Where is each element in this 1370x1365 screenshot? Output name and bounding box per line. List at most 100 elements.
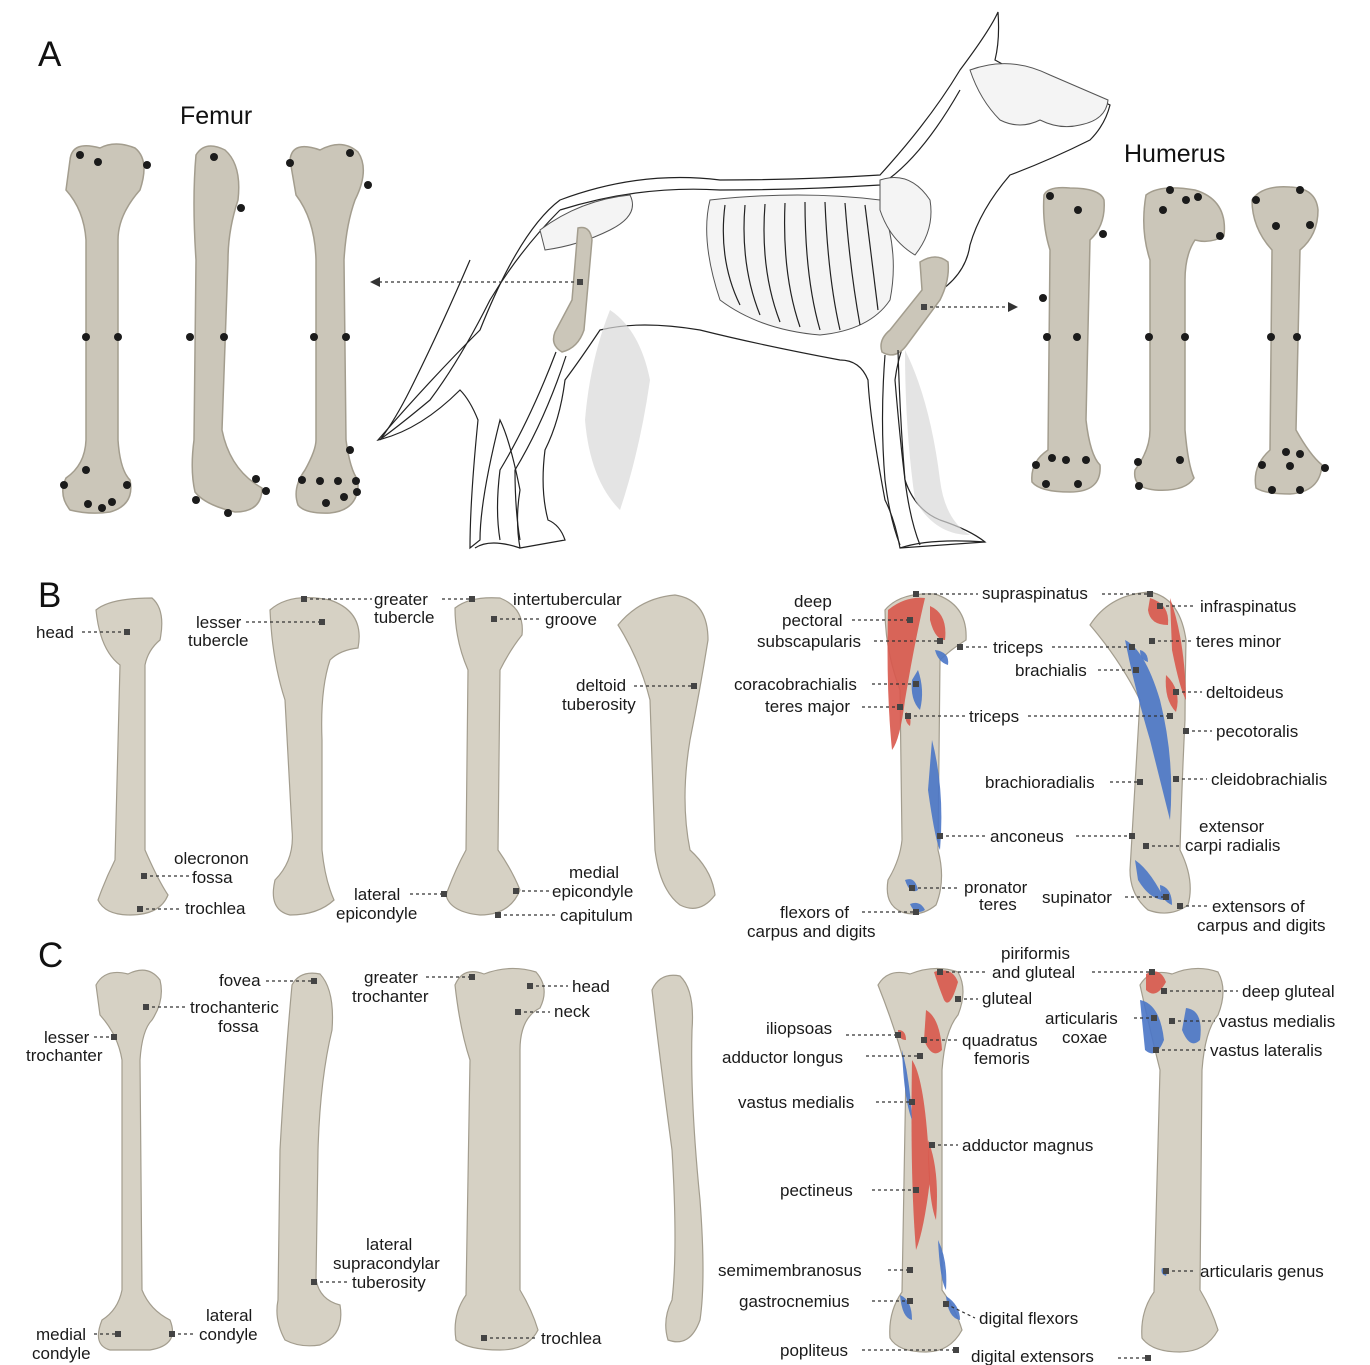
svg-text:lateral: lateral — [206, 1306, 252, 1325]
svg-text:trochlea: trochlea — [541, 1329, 602, 1348]
svg-text:teres major: teres major — [765, 697, 850, 716]
femur-view-2 — [186, 146, 270, 517]
humerus-b-cranial — [96, 598, 168, 915]
panel-label-a: A — [38, 35, 62, 74]
label-articularis-coxae: articularis coxae — [1045, 1009, 1157, 1047]
femur-c-lateral — [652, 975, 703, 1342]
svg-text:groove: groove — [545, 610, 597, 629]
label-brachioradialis: brachioradialis — [985, 773, 1143, 792]
label-teres-major: teres major — [765, 697, 903, 716]
femur-c-caudal — [96, 970, 173, 1350]
svg-text:adductor magnus: adductor magnus — [962, 1136, 1093, 1155]
svg-text:condyle: condyle — [32, 1344, 91, 1363]
dog-skeleton-illustration — [378, 12, 1110, 548]
svg-text:fovea: fovea — [219, 971, 261, 990]
humerus-view-3 — [1252, 186, 1329, 494]
svg-text:articularis: articularis — [1045, 1009, 1118, 1028]
svg-text:deltoideus: deltoideus — [1206, 683, 1284, 702]
label-gluteal: gluteal — [955, 989, 1032, 1008]
label-iliopsoas: iliopsoas — [766, 1019, 901, 1038]
svg-text:tubercle: tubercle — [374, 608, 434, 627]
label-adductor-magnus: adductor magnus — [929, 1136, 1093, 1155]
label-extensors-carpus: extensors of carpus and digits — [1177, 897, 1326, 935]
femur-muscle-map-left — [878, 968, 963, 1352]
svg-text:carpi radialis: carpi radialis — [1185, 836, 1280, 855]
svg-text:trochanter: trochanter — [26, 1046, 103, 1065]
svg-text:triceps: triceps — [969, 707, 1019, 726]
svg-text:semimembranosus: semimembranosus — [718, 1261, 862, 1280]
svg-text:trochanter: trochanter — [352, 987, 429, 1006]
svg-text:lateral: lateral — [354, 885, 400, 904]
label-lesser-trochanter: lesser trochanter — [26, 1028, 117, 1065]
humerus-view-2 — [1134, 186, 1224, 490]
label-pecotoralis: pecotoralis — [1183, 722, 1298, 741]
label-anconeus: anconeus — [937, 827, 1135, 846]
humerus-b-medial — [618, 595, 715, 908]
svg-text:head: head — [36, 623, 74, 642]
svg-text:digital extensors: digital extensors — [971, 1347, 1094, 1365]
label-adductor-longus: adductor longus — [722, 1048, 923, 1067]
svg-text:pectineus: pectineus — [780, 1181, 853, 1200]
svg-text:iliopsoas: iliopsoas — [766, 1019, 832, 1038]
svg-text:capitulum: capitulum — [560, 906, 633, 925]
svg-text:teres minor: teres minor — [1196, 632, 1281, 651]
label-lateral-condyle: lateral condyle — [169, 1306, 258, 1344]
svg-text:quadratus: quadratus — [962, 1031, 1038, 1050]
svg-text:carpus and digits: carpus and digits — [1197, 916, 1326, 935]
svg-text:femoris: femoris — [974, 1049, 1030, 1068]
svg-text:neck: neck — [554, 1002, 590, 1021]
femur-title: Femur — [180, 102, 252, 130]
svg-text:cleidobrachialis: cleidobrachialis — [1211, 770, 1327, 789]
svg-text:piriformis: piriformis — [1001, 944, 1070, 963]
arrow-to-femur — [370, 277, 583, 287]
femur-muscle-map-right — [1140, 968, 1223, 1352]
svg-text:tuberosity: tuberosity — [562, 695, 636, 714]
svg-text:adductor longus: adductor longus — [722, 1048, 843, 1067]
svg-text:deltoid: deltoid — [576, 676, 626, 695]
svg-text:teres: teres — [979, 895, 1017, 914]
svg-text:epicondyle: epicondyle — [552, 882, 633, 901]
label-flexors-carpus: flexors of carpus and digits — [747, 903, 919, 941]
humerus-muscle-map-left — [885, 594, 966, 914]
label-digital-extensors: digital extensors — [971, 1347, 1151, 1365]
label-lateral-epicondyle: lateral epicondyle — [336, 885, 447, 923]
svg-text:lesser: lesser — [44, 1028, 90, 1047]
svg-text:coxae: coxae — [1062, 1028, 1107, 1047]
svg-text:carpus and digits: carpus and digits — [747, 922, 876, 941]
label-semimembranosus: semimembranosus — [718, 1261, 913, 1280]
svg-text:gastrocnemius: gastrocnemius — [739, 1292, 850, 1311]
femur-view-1 — [60, 144, 151, 513]
svg-text:supinator: supinator — [1042, 888, 1112, 907]
label-cleidobrachialis: cleidobrachialis — [1173, 770, 1327, 789]
svg-text:greater: greater — [364, 968, 418, 987]
svg-text:greater: greater — [374, 590, 428, 609]
svg-text:infraspinatus: infraspinatus — [1200, 597, 1296, 616]
svg-text:intertubercular: intertubercular — [513, 590, 622, 609]
svg-text:deep gluteal: deep gluteal — [1242, 982, 1335, 1001]
svg-text:coracobrachialis: coracobrachialis — [734, 675, 857, 694]
svg-text:condyle: condyle — [199, 1325, 258, 1344]
panel-label-b: B — [38, 576, 61, 615]
svg-text:digital flexors: digital flexors — [979, 1309, 1078, 1328]
svg-text:epicondyle: epicondyle — [336, 904, 417, 923]
svg-text:articularis genus: articularis genus — [1200, 1262, 1324, 1281]
svg-text:medial: medial — [569, 863, 619, 882]
label-triceps-2: triceps — [905, 707, 1173, 726]
label-medial-epicondyle: medial epicondyle — [513, 863, 633, 901]
svg-text:trochlea: trochlea — [185, 899, 246, 918]
humerus-b-lateral — [270, 598, 359, 915]
svg-text:flexors of: flexors of — [780, 903, 849, 922]
label-capitulum: capitulum — [495, 906, 633, 925]
svg-text:fossa: fossa — [218, 1017, 259, 1036]
label-vastus-medialis-left: vastus medialis — [738, 1093, 915, 1112]
svg-text:pectoral: pectoral — [782, 611, 842, 630]
svg-text:tubercle: tubercle — [188, 631, 248, 650]
svg-text:popliteus: popliteus — [780, 1341, 848, 1360]
svg-text:and gluteal: and gluteal — [992, 963, 1075, 982]
label-digital-flexors: digital flexors — [943, 1301, 1078, 1328]
svg-text:lateral: lateral — [366, 1235, 412, 1254]
svg-text:triceps: triceps — [993, 638, 1043, 657]
humerus-b-caudal — [446, 598, 522, 915]
svg-text:brachialis: brachialis — [1015, 661, 1087, 680]
svg-text:pecotoralis: pecotoralis — [1216, 722, 1298, 741]
